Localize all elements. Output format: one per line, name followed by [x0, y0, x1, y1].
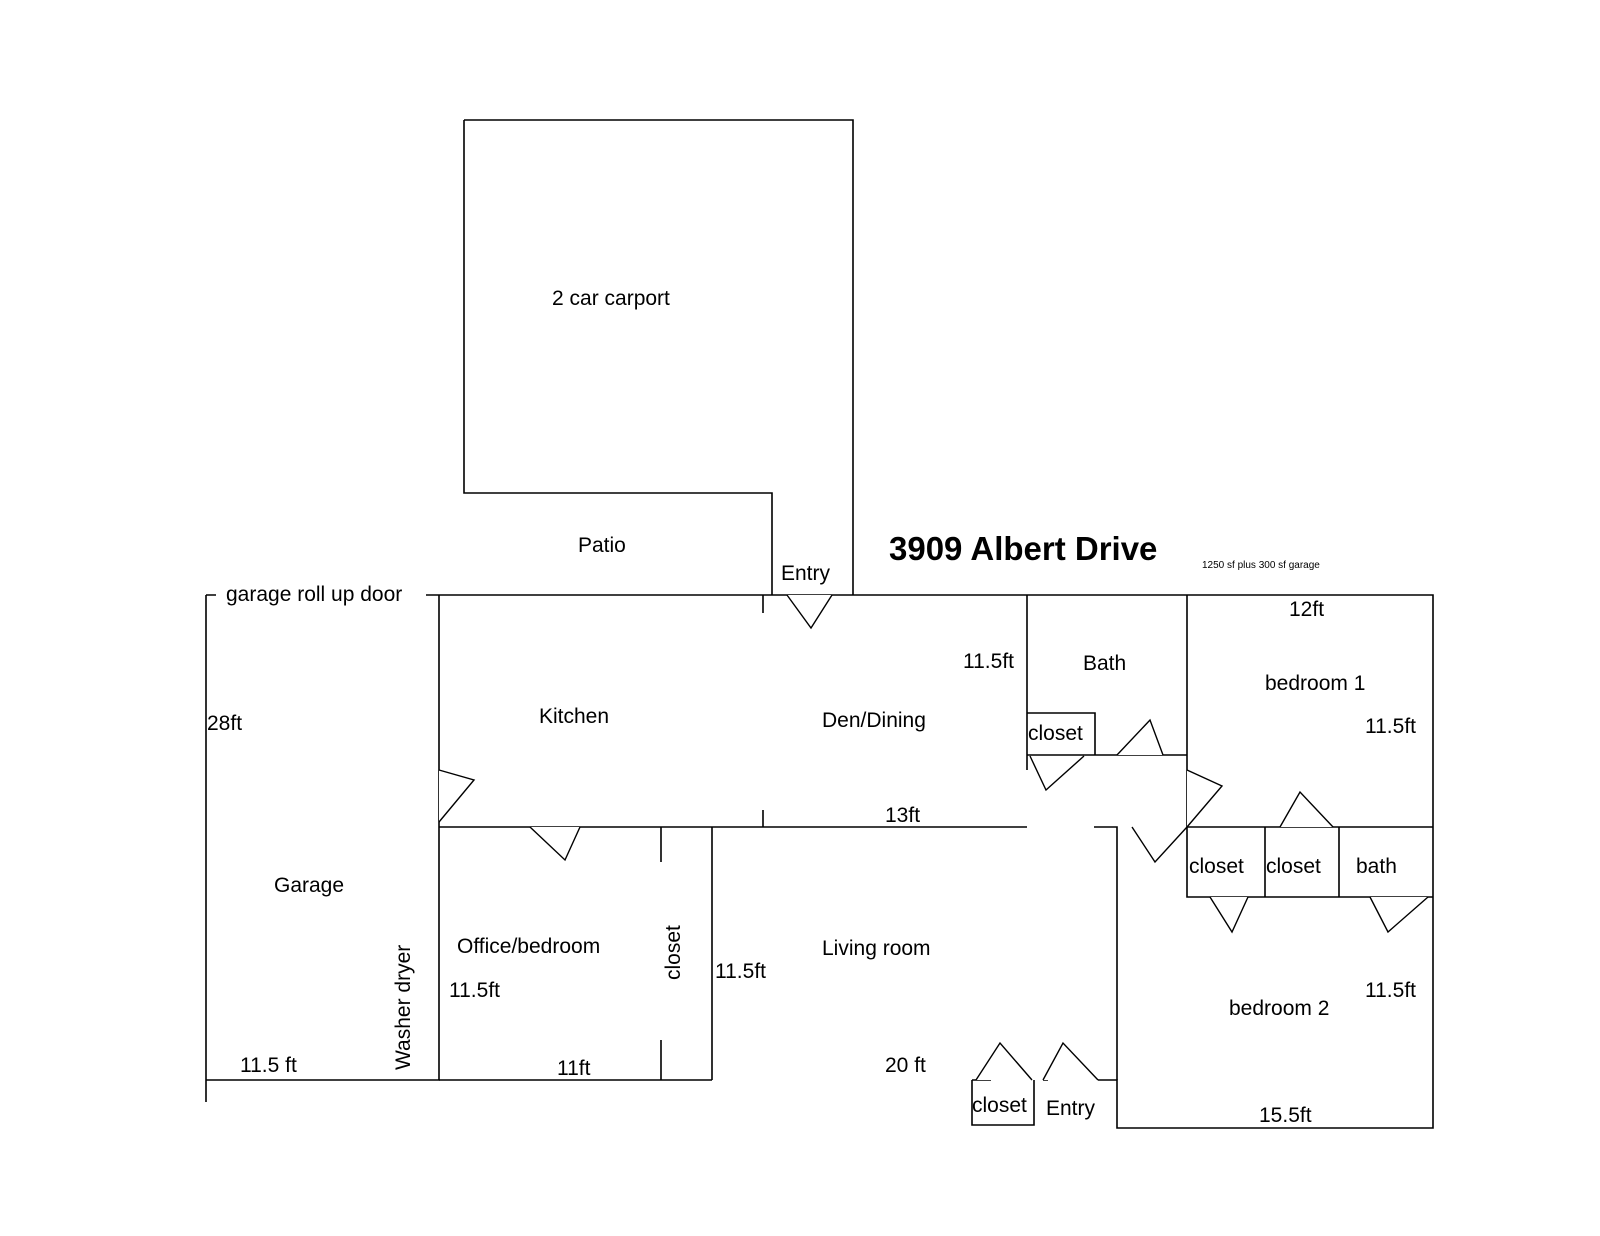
entry-bottom-label: Entry — [1046, 1097, 1096, 1120]
front-entry-door[interactable] — [1042, 1041, 1099, 1081]
bedroom1-label: bedroom 1 — [1265, 672, 1365, 695]
small-bath-label: bath — [1356, 855, 1397, 878]
office-width-dim: 11ft — [557, 1057, 591, 1080]
house-title: 3909 Albert Drive — [889, 530, 1157, 567]
bath-label: Bath — [1083, 652, 1126, 675]
bedroom2-label: bedroom 2 — [1229, 997, 1329, 1020]
entry-closet-label: closet — [972, 1094, 1027, 1117]
bedroom-closets-box — [1186, 827, 1433, 898]
office-label: Office/bedroom — [457, 935, 600, 958]
living-width-dim: 20 ft — [885, 1054, 926, 1077]
den-width-dim: 13ft — [885, 804, 920, 827]
house-subtitle: 1250 sf plus 300 sf garage — [1202, 560, 1320, 571]
bedroom1-closet-door[interactable] — [1279, 790, 1334, 828]
bath-door[interactable] — [1116, 718, 1164, 756]
living-height-dim: 11.5ft — [715, 960, 766, 983]
office-closet-label: closet — [662, 925, 685, 980]
garage-label: Garage — [274, 874, 344, 897]
den-dining-label: Den/Dining — [822, 709, 926, 732]
bedroom1-door[interactable] — [1186, 769, 1224, 828]
bed2-height-dim: 11.5ft — [1365, 979, 1416, 1002]
entry-closet-door[interactable] — [975, 1041, 1033, 1081]
entry-top-label: Entry — [781, 562, 831, 585]
small-bath-door[interactable] — [1369, 896, 1429, 934]
entry-closet-box — [971, 1080, 1035, 1126]
office-height-dim: 11.5ft — [449, 979, 500, 1002]
garage-depth-dim: 28ft — [207, 712, 242, 735]
kitchen-office-door[interactable] — [529, 826, 581, 862]
garage-kitchen-door[interactable] — [438, 769, 476, 823]
garage-width-dim: 11.5 ft — [240, 1054, 297, 1077]
patio-label: Patio — [578, 534, 626, 557]
bedroom-closet-door[interactable] — [1209, 896, 1249, 934]
washer-dryer-label: Washer dryer — [392, 945, 415, 1070]
entry-top-door[interactable] — [786, 594, 833, 630]
living-room-label: Living room — [822, 937, 931, 960]
bath-closet-door[interactable] — [1029, 755, 1085, 792]
bed1-width-dim: 12ft — [1289, 598, 1324, 621]
garage-door-label: garage roll up door — [226, 583, 402, 606]
bath-walls — [1026, 595, 1188, 827]
carport-outline — [463, 119, 854, 595]
bath-closet-label: closet — [1028, 722, 1083, 745]
bed1-height-dim: 11.5ft — [1365, 715, 1416, 738]
bed2-width-dim: 15.5ft — [1259, 1104, 1312, 1127]
kitchen-label: Kitchen — [539, 705, 609, 728]
bath-closet-box — [1027, 712, 1096, 755]
bedroom-closet-1-label: closet — [1189, 855, 1244, 878]
office-closet-walls — [660, 827, 713, 1080]
bedroom2-door[interactable] — [1131, 826, 1188, 864]
carport-label: 2 car carport — [552, 287, 670, 310]
den-height-dim: 11.5ft — [963, 650, 1014, 673]
bedroom-closet-2-label: closet — [1266, 855, 1321, 878]
